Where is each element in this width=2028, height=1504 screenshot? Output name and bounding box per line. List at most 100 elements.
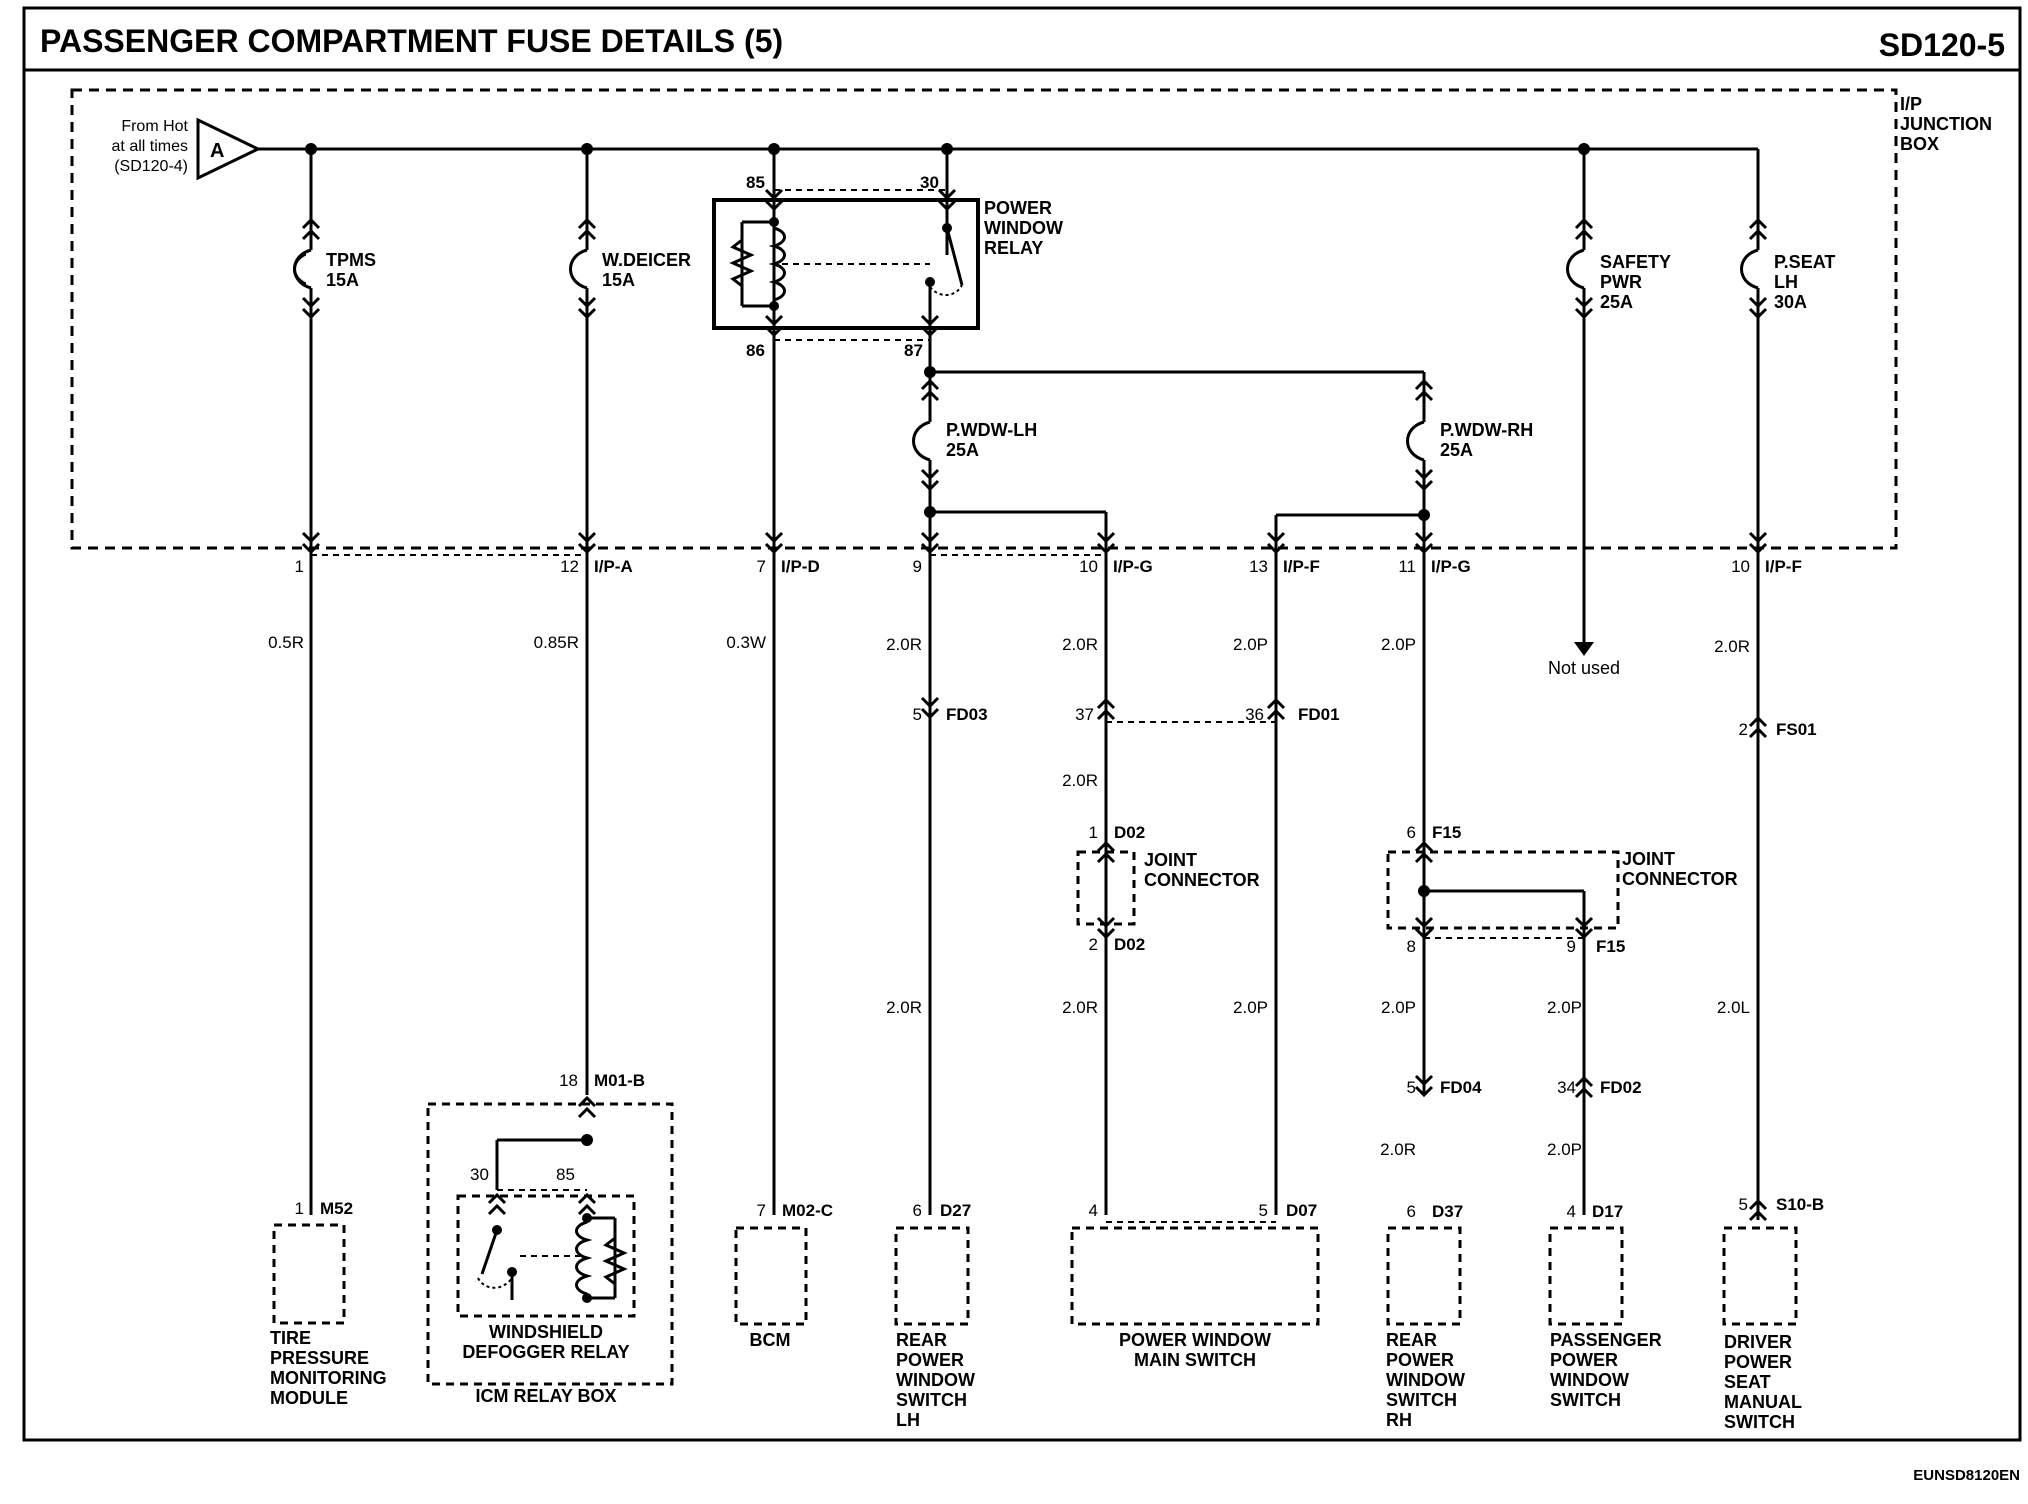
svg-text:2: 2 bbox=[1739, 720, 1748, 739]
svg-text:1: 1 bbox=[295, 1199, 304, 1218]
svg-text:POWER WINDOW: POWER WINDOW bbox=[1119, 1330, 1271, 1350]
svg-text:2.0R: 2.0R bbox=[886, 635, 922, 654]
ip-connector-arrows bbox=[311, 531, 1434, 556]
svg-text:I/P-D: I/P-D bbox=[781, 557, 820, 576]
icm-relay-box bbox=[426, 1102, 674, 1386]
svg-text:SWITCH: SWITCH bbox=[1550, 1390, 1621, 1410]
svg-text:POWER: POWER bbox=[1386, 1350, 1454, 1370]
svg-text:M01-B: M01-B bbox=[594, 1071, 645, 1090]
svg-text:6: 6 bbox=[913, 1201, 922, 1220]
svg-text:30: 30 bbox=[920, 173, 939, 192]
svg-text:MANUAL: MANUAL bbox=[1724, 1392, 1802, 1412]
svg-text:2: 2 bbox=[1089, 935, 1098, 954]
svg-text:JOINT: JOINT bbox=[1144, 850, 1197, 870]
svg-text:POWER: POWER bbox=[1550, 1350, 1618, 1370]
icm-labels: 18 M01-B 30 85 WINDSHIELD DEFOGGER RELAY… bbox=[462, 1071, 645, 1406]
svg-text:at all times: at all times bbox=[112, 138, 188, 155]
svg-text:POWER: POWER bbox=[1724, 1352, 1792, 1372]
svg-text:I/P: I/P bbox=[1900, 94, 1922, 114]
svg-text:2.0P: 2.0P bbox=[1381, 998, 1416, 1017]
svg-text:MODULE: MODULE bbox=[270, 1388, 348, 1408]
svg-text:WINDOW: WINDOW bbox=[1550, 1370, 1629, 1390]
svg-text:86: 86 bbox=[746, 341, 765, 360]
svg-text:I/P-G: I/P-G bbox=[1113, 557, 1153, 576]
svg-text:9: 9 bbox=[1567, 937, 1576, 956]
svg-text:FD03: FD03 bbox=[946, 705, 988, 724]
svg-text:D02: D02 bbox=[1114, 935, 1145, 954]
svg-text:FD01: FD01 bbox=[1298, 705, 1340, 724]
svg-text:CONNECTOR: CONNECTOR bbox=[1622, 869, 1738, 889]
svg-text:P.WDW-RH: P.WDW-RH bbox=[1440, 420, 1533, 440]
svg-text:REAR: REAR bbox=[896, 1330, 947, 1350]
svg-text:BCM: BCM bbox=[750, 1330, 791, 1350]
junction-box-label: I/P JUNCTION BOX bbox=[1900, 94, 1992, 154]
junction-box-outline bbox=[70, 88, 1898, 550]
svg-text:13: 13 bbox=[1249, 557, 1268, 576]
svg-text:0.85R: 0.85R bbox=[534, 633, 579, 652]
joint-connector-f15 bbox=[1386, 841, 1620, 1215]
svg-text:P.WDW-LH: P.WDW-LH bbox=[946, 420, 1037, 440]
svg-text:I/P-A: I/P-A bbox=[594, 557, 633, 576]
svg-text:RH: RH bbox=[1386, 1410, 1412, 1430]
svg-text:18: 18 bbox=[559, 1071, 578, 1090]
connector-a-label: A bbox=[210, 140, 224, 162]
page-frame bbox=[22, 6, 2022, 1442]
svg-text:15A: 15A bbox=[326, 270, 359, 290]
svg-text:D02: D02 bbox=[1114, 823, 1145, 842]
wire-labels: 0.5R 0.85R 0.3W 2.0R 2.0R 2.0P 2.0P 2.0R… bbox=[268, 633, 1750, 1159]
svg-text:6: 6 bbox=[1407, 1202, 1416, 1221]
svg-text:5: 5 bbox=[913, 705, 922, 724]
svg-text:DRIVER: DRIVER bbox=[1724, 1332, 1792, 1352]
joint-connector-d02 bbox=[1076, 841, 1136, 939]
svg-text:SWITCH: SWITCH bbox=[1386, 1390, 1457, 1410]
svg-text:(SD120-4): (SD120-4) bbox=[114, 158, 188, 175]
svg-text:25A: 25A bbox=[1600, 292, 1633, 312]
svg-text:85: 85 bbox=[556, 1165, 575, 1184]
svg-text:RELAY: RELAY bbox=[984, 238, 1043, 258]
footer-code: EUNSD8120EN bbox=[1913, 1467, 2020, 1484]
mid-connector-labels: 5 FD03 37 36 FD01 2 FS01 bbox=[913, 705, 1817, 739]
svg-text:2.0P: 2.0P bbox=[1547, 1140, 1582, 1159]
page-title: PASSENGER COMPARTMENT FUSE DETAILS (5) bbox=[40, 23, 783, 59]
svg-text:MAIN SWITCH: MAIN SWITCH bbox=[1134, 1350, 1256, 1370]
svg-text:30: 30 bbox=[470, 1165, 489, 1184]
svg-text:POWER: POWER bbox=[896, 1350, 964, 1370]
svg-text:4: 4 bbox=[1567, 1202, 1576, 1221]
svg-text:SAFETY: SAFETY bbox=[1600, 252, 1671, 272]
svg-text:D27: D27 bbox=[940, 1201, 971, 1220]
svg-text:2.0L: 2.0L bbox=[1717, 998, 1750, 1017]
svg-text:POWER: POWER bbox=[984, 198, 1052, 218]
rear-lh-switch-label: 6 D27 REAR POWER WINDOW SWITCH LH bbox=[896, 1201, 975, 1430]
svg-text:11: 11 bbox=[1398, 557, 1416, 576]
pwdw-bus bbox=[912, 366, 1434, 1215]
bottom-component-boxes bbox=[272, 1221, 1798, 1326]
svg-text:2.0P: 2.0P bbox=[1381, 635, 1416, 654]
safety-pwr-circuit bbox=[1566, 149, 1594, 656]
relay-labels: 85 30 86 87 POWER WINDOW RELAY bbox=[746, 173, 1063, 360]
diagram-code: SD120-5 bbox=[1879, 27, 2005, 63]
fuse-tpms-label: TPMS 15A bbox=[326, 250, 376, 290]
svg-text:TIRE: TIRE bbox=[270, 1328, 311, 1348]
svg-text:M52: M52 bbox=[320, 1199, 353, 1218]
svg-text:7: 7 bbox=[757, 1201, 766, 1220]
svg-text:0.5R: 0.5R bbox=[268, 633, 304, 652]
svg-text:W.DEICER: W.DEICER bbox=[602, 250, 691, 270]
svg-text:5: 5 bbox=[1739, 1195, 1748, 1214]
svg-text:2.0P: 2.0P bbox=[1233, 998, 1268, 1017]
svg-text:CONNECTOR: CONNECTOR bbox=[1144, 870, 1260, 890]
svg-text:BOX: BOX bbox=[1900, 134, 1939, 154]
svg-text:36: 36 bbox=[1245, 705, 1264, 724]
fuse-safety-label: SAFETY PWR 25A bbox=[1600, 252, 1671, 312]
fuse-pseat-label: P.SEAT LH 30A bbox=[1774, 252, 1835, 312]
svg-text:WINDOW: WINDOW bbox=[896, 1370, 975, 1390]
svg-text:8: 8 bbox=[1407, 937, 1416, 956]
svg-text:2.0R: 2.0R bbox=[1062, 635, 1098, 654]
svg-text:FD02: FD02 bbox=[1600, 1078, 1642, 1097]
svg-text:2.0R: 2.0R bbox=[886, 998, 922, 1017]
svg-text:7: 7 bbox=[757, 557, 766, 576]
svg-text:PRESSURE: PRESSURE bbox=[270, 1348, 369, 1368]
driver-seat-switch-label: 5 S10-B DRIVER POWER SEAT MANUAL SWITCH bbox=[1724, 1195, 1824, 1432]
svg-text:2.0R: 2.0R bbox=[1380, 1140, 1416, 1159]
svg-text:JOINT: JOINT bbox=[1622, 849, 1675, 869]
